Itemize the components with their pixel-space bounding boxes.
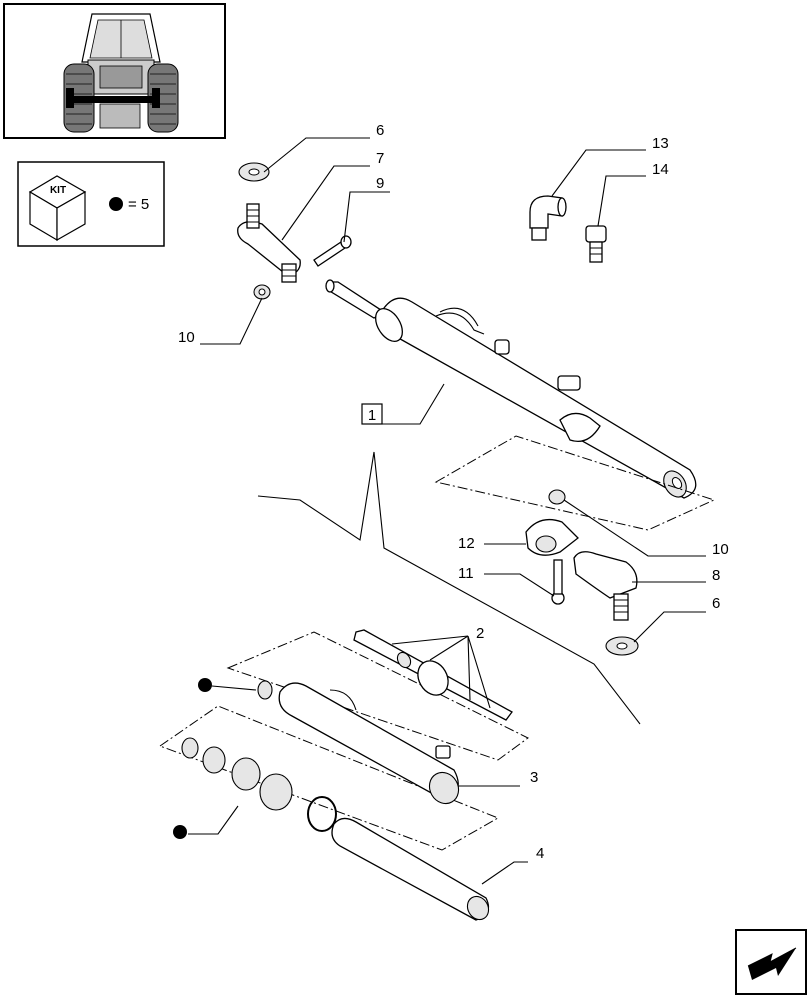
tractor-thumbnail — [3, 3, 226, 139]
callout-6-lower: 6 — [712, 595, 720, 612]
washer-upper — [238, 162, 270, 182]
callout-1: 1 — [368, 407, 376, 424]
washer-lower — [605, 636, 639, 656]
steering-cylinder-assembly — [325, 279, 697, 499]
callout-7: 7 — [376, 150, 384, 167]
piston-rod-lower — [331, 817, 490, 921]
seal-kit — [181, 737, 337, 832]
callout-11: 11 — [458, 565, 474, 582]
nut-right — [548, 489, 566, 505]
callout-12: 12 — [458, 535, 475, 552]
elbow-fitting — [529, 195, 567, 241]
tractor-front-view-icon — [63, 13, 179, 133]
ball-joint-lower — [573, 551, 638, 621]
callout-14: 14 — [652, 161, 669, 178]
callout-10-lower: 10 — [712, 541, 729, 558]
kit-bullet-icon — [109, 197, 123, 211]
kit-legend: KIT = 5 — [17, 161, 165, 247]
callout-13: 13 — [652, 135, 669, 152]
callout-9: 9 — [376, 175, 384, 192]
rod-assembly — [353, 629, 513, 721]
next-page-arrow-icon[interactable] — [735, 929, 807, 995]
kit-label: KIT — [50, 185, 66, 196]
seal-ring-small — [257, 680, 273, 700]
kit-legend-text: = 5 — [128, 196, 149, 213]
ball-joint-upper — [237, 203, 301, 300]
straight-fitting — [585, 225, 607, 263]
callout-10-upper: 10 — [178, 329, 195, 346]
cylinder-tube — [278, 682, 460, 805]
callout-4: 4 — [536, 845, 544, 862]
callout-box-1 — [361, 403, 383, 425]
callout-2: 2 — [476, 625, 484, 642]
callout-8: 8 — [712, 567, 720, 584]
callout-6-upper: 6 — [376, 122, 384, 139]
leader-lines — [200, 137, 706, 885]
kit-bullet-icon — [173, 825, 187, 839]
kit-box-icon — [28, 175, 87, 242]
clamp — [525, 518, 579, 556]
kit-bullet-icon — [198, 678, 212, 692]
bolt-lower — [551, 559, 565, 605]
bolt-upper — [313, 235, 352, 267]
callout-3: 3 — [530, 769, 538, 786]
